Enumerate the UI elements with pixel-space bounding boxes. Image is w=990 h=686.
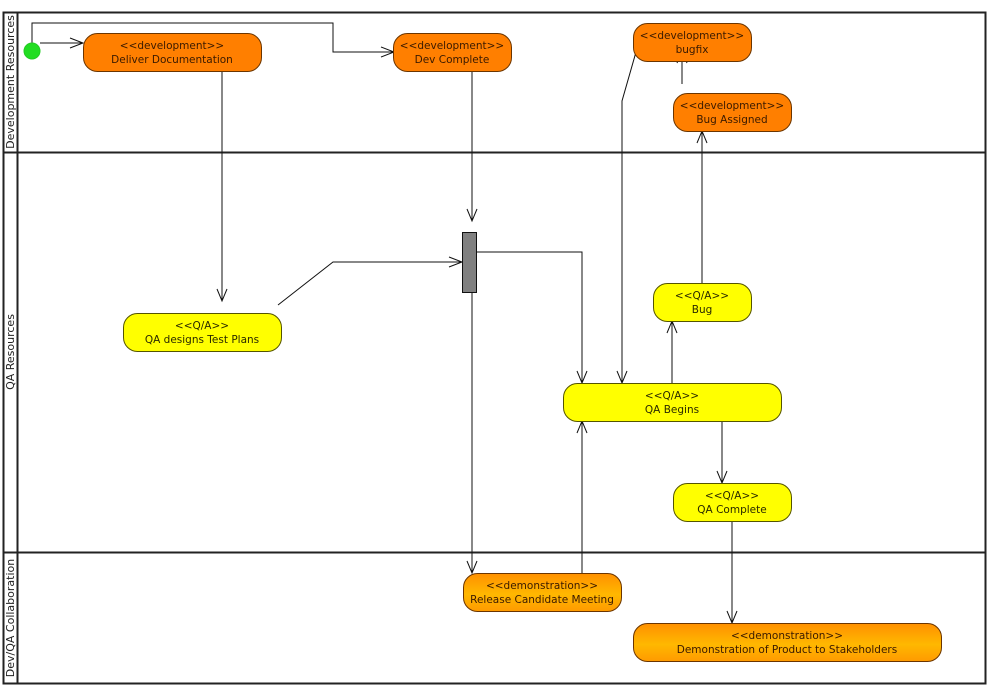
node-stereotype: <<Q/A>>	[705, 490, 759, 502]
node-stereotype: <<Q/A>>	[645, 390, 699, 402]
node-label: Deliver Documentation	[111, 54, 233, 66]
edge-start-to-dev-complete	[31, 22, 394, 53]
node-bug-assigned[interactable]: <<development>> Bug Assigned	[673, 93, 792, 132]
lane-label-collaboration: Dev/QA Collaboration	[4, 559, 17, 677]
node-label: QA designs Test Plans	[145, 334, 259, 346]
lane-label-qa: QA Resources	[4, 314, 17, 390]
node-bugfix[interactable]: <<development>> bugfix	[633, 23, 752, 62]
node-stereotype: <<development>>	[400, 40, 504, 52]
node-stereotype: <<development>>	[680, 100, 784, 112]
node-stereotype: <<demonstration>>	[486, 580, 598, 592]
node-stereotype: <<development>>	[640, 30, 744, 42]
fork-bar[interactable]	[462, 232, 477, 293]
node-label: QA Begins	[645, 404, 699, 416]
edge-qa-test-plans-to-fork	[277, 261, 462, 306]
node-demonstration-to-stakeholders[interactable]: <<demonstration>> Demonstration of Produ…	[633, 623, 942, 662]
start-node[interactable]	[23, 42, 41, 60]
node-label: Bug Assigned	[696, 114, 767, 126]
node-dev-complete[interactable]: <<development>> Dev Complete	[393, 33, 512, 72]
node-stereotype: <<demonstration>>	[731, 630, 843, 642]
node-stereotype: <<Q/A>>	[175, 320, 229, 332]
node-bug[interactable]: <<Q/A>> Bug	[653, 283, 752, 322]
node-label: Release Candidate Meeting	[470, 594, 614, 606]
node-label: QA Complete	[697, 504, 766, 516]
node-qa-begins[interactable]: <<Q/A>> QA Begins	[563, 383, 782, 422]
arrowhead	[216, 288, 228, 303]
node-label: Dev Complete	[415, 54, 490, 66]
node-label: Bug	[692, 304, 713, 316]
node-qa-designs-test-plans[interactable]: <<Q/A>> QA designs Test Plans	[123, 313, 282, 352]
arrowhead	[466, 560, 478, 575]
node-label: bugfix	[676, 44, 709, 56]
edge-fork-to-qa-begins	[476, 251, 583, 383]
lane-label-development: Development Resources	[4, 15, 17, 149]
node-deliver-documentation[interactable]: <<development>> Deliver Documentation	[83, 33, 262, 72]
node-qa-complete[interactable]: <<Q/A>> QA Complete	[673, 483, 792, 522]
node-release-candidate-meeting[interactable]: <<demonstration>> Release Candidate Meet…	[463, 573, 622, 612]
arrowhead	[466, 208, 478, 223]
edge-bugfix-to-qa-begins	[621, 51, 637, 383]
node-stereotype: <<development>>	[120, 40, 224, 52]
arrowhead	[69, 37, 85, 49]
node-stereotype: <<Q/A>>	[675, 290, 729, 302]
node-label: Demonstration of Product to Stakeholders	[677, 644, 897, 656]
